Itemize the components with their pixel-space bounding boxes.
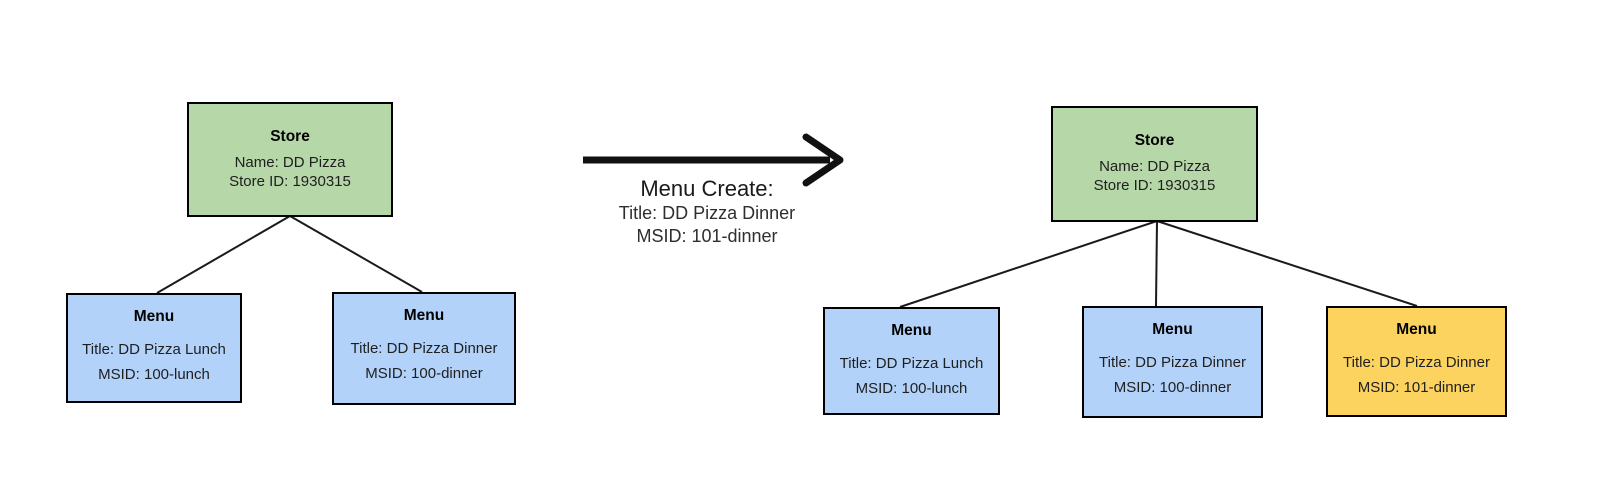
menu-node-title: Menu — [403, 307, 445, 324]
menu-create-line1: Title: DD Pizza Dinner — [618, 203, 796, 223]
menu-create-title: Menu Create: — [640, 176, 774, 201]
store-node-title: Store — [270, 128, 310, 145]
after-menu-dinner-node: Menu Title: DD Pizza Dinner MSID: 100-di… — [1082, 306, 1263, 418]
connector-before-store-to-lunch — [156, 215, 291, 294]
menu-title-text: Title: DD Pizza Dinner — [1343, 354, 1490, 371]
connector-after-store-to-dinner — [1155, 220, 1158, 307]
menu-msid-text: MSID: 100-lunch — [98, 366, 210, 383]
menu-msid-text: MSID: 100-dinner — [1113, 379, 1232, 396]
after-store-node: Store Name: DD Pizza Store ID: 1930315 — [1051, 106, 1258, 222]
menu-create-label: Menu Create: Title: DD Pizza Dinner MSID… — [557, 176, 857, 248]
before-store-node: Store Name: DD Pizza Store ID: 1930315 — [187, 102, 393, 217]
menu-title-text: Title: DD Pizza Dinner — [1099, 354, 1246, 371]
store-name-text: Name: DD Pizza — [1099, 158, 1210, 175]
menu-title-text: Title: DD Pizza Dinner — [350, 340, 498, 357]
menu-node-title: Menu — [1152, 321, 1193, 338]
store-node-title: Store — [1134, 132, 1175, 149]
before-menu-dinner-node: Menu Title: DD Pizza Dinner MSID: 100-di… — [332, 292, 516, 405]
store-id-text: Store ID: 1930315 — [1093, 177, 1216, 194]
menu-node-title: Menu — [1396, 321, 1437, 338]
menu-node-title: Menu — [891, 322, 932, 339]
store-id-text: Store ID: 1930315 — [229, 173, 351, 190]
menu-node-title: Menu — [133, 308, 175, 325]
menu-msid-text: MSID: 100-dinner — [365, 365, 483, 382]
after-menu-new-dinner-node: Menu Title: DD Pizza Dinner MSID: 101-di… — [1326, 306, 1507, 417]
menu-create-line2: MSID: 101-dinner — [636, 226, 778, 246]
menu-title-text: Title: DD Pizza Lunch — [839, 355, 984, 372]
after-menu-lunch-node: Menu Title: DD Pizza Lunch MSID: 100-lun… — [823, 307, 1000, 415]
menu-title-text: Title: DD Pizza Lunch — [82, 341, 226, 358]
connector-before-store-to-dinner — [289, 215, 423, 293]
menu-msid-text: MSID: 101-dinner — [1357, 379, 1476, 396]
before-menu-lunch-node: Menu Title: DD Pizza Lunch MSID: 100-lun… — [66, 293, 242, 403]
connector-after-store-to-lunch — [899, 220, 1158, 308]
menu-msid-text: MSID: 100-lunch — [855, 380, 968, 397]
connector-after-store-to-new-dinner — [1156, 220, 1418, 307]
store-name-text: Name: DD Pizza — [234, 154, 346, 171]
